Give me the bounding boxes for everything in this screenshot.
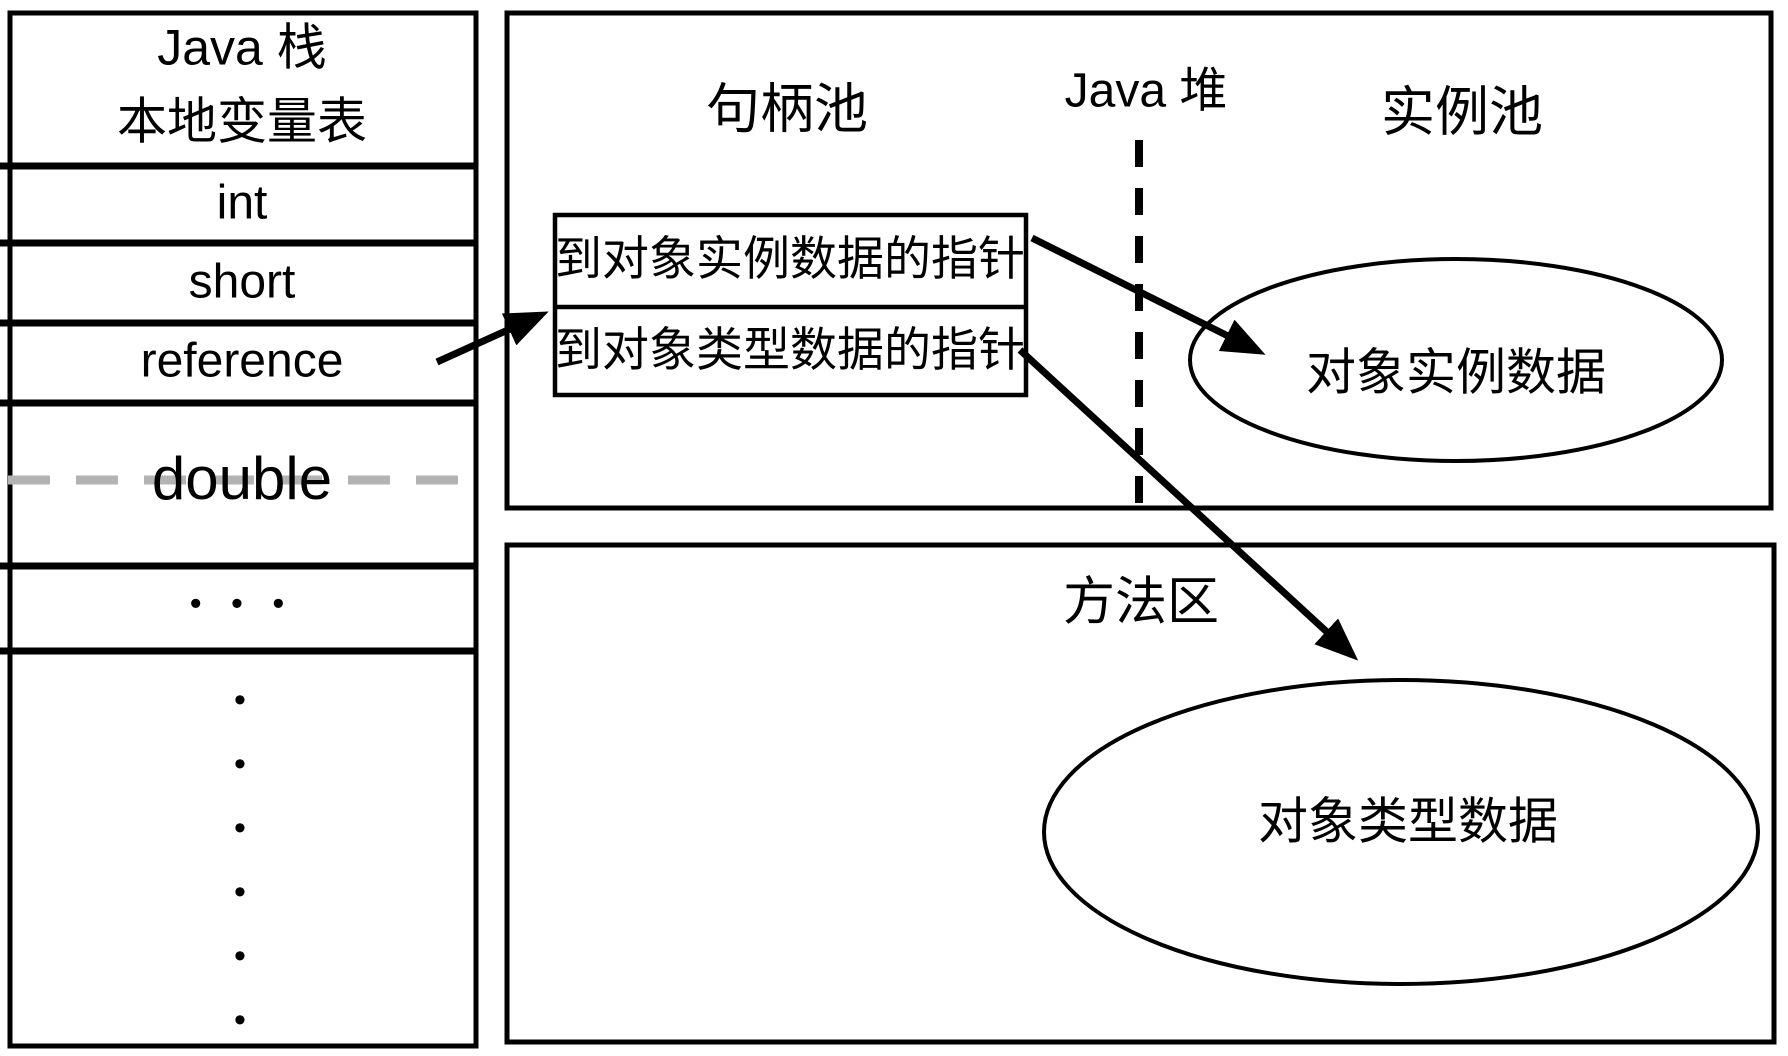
type-data-ellipse-label: 对象类型数据	[1258, 793, 1558, 850]
arrow-handle-to-type-data	[1017, 347, 1359, 661]
type-data-ellipse	[1042, 678, 1760, 986]
java-stack-table-border	[7, 10, 479, 1049]
instance-data-ellipse-label: 对象实例数据	[1306, 344, 1606, 401]
instance-pool-label: 实例池	[1381, 82, 1543, 143]
pointer-to-instance-data-row: 到对象实例数据的指针	[555, 232, 1025, 286]
pointer-to-type-data-row: 到对象类型数据的指针	[555, 323, 1025, 377]
java-stack-title: Java 栈	[157, 19, 327, 76]
stack-row-reference: reference	[140, 334, 344, 388]
instance-data-ellipse	[1188, 257, 1724, 463]
stack-ellipsis-vertical: • • • • • •	[234, 681, 246, 1039]
arrow-handle-to-instance-data	[1030, 234, 1266, 355]
java-heap-box-border	[504, 10, 1774, 511]
method-area-box-border	[504, 542, 1777, 1045]
method-area-label: 方法区	[1062, 573, 1220, 632]
arrow-reference-to-handle	[435, 311, 549, 366]
stack-row-ellipsis-horizontal: • • •	[189, 584, 295, 623]
handle-pool-label: 句柄池	[706, 79, 868, 140]
java-heap-label: Java 堆	[1064, 64, 1228, 118]
stack-row-int: int	[216, 176, 268, 230]
stack-row-short: short	[188, 255, 296, 309]
stack-row-double: double	[151, 445, 333, 512]
local-variable-table-title: 本地变量表	[117, 93, 367, 150]
